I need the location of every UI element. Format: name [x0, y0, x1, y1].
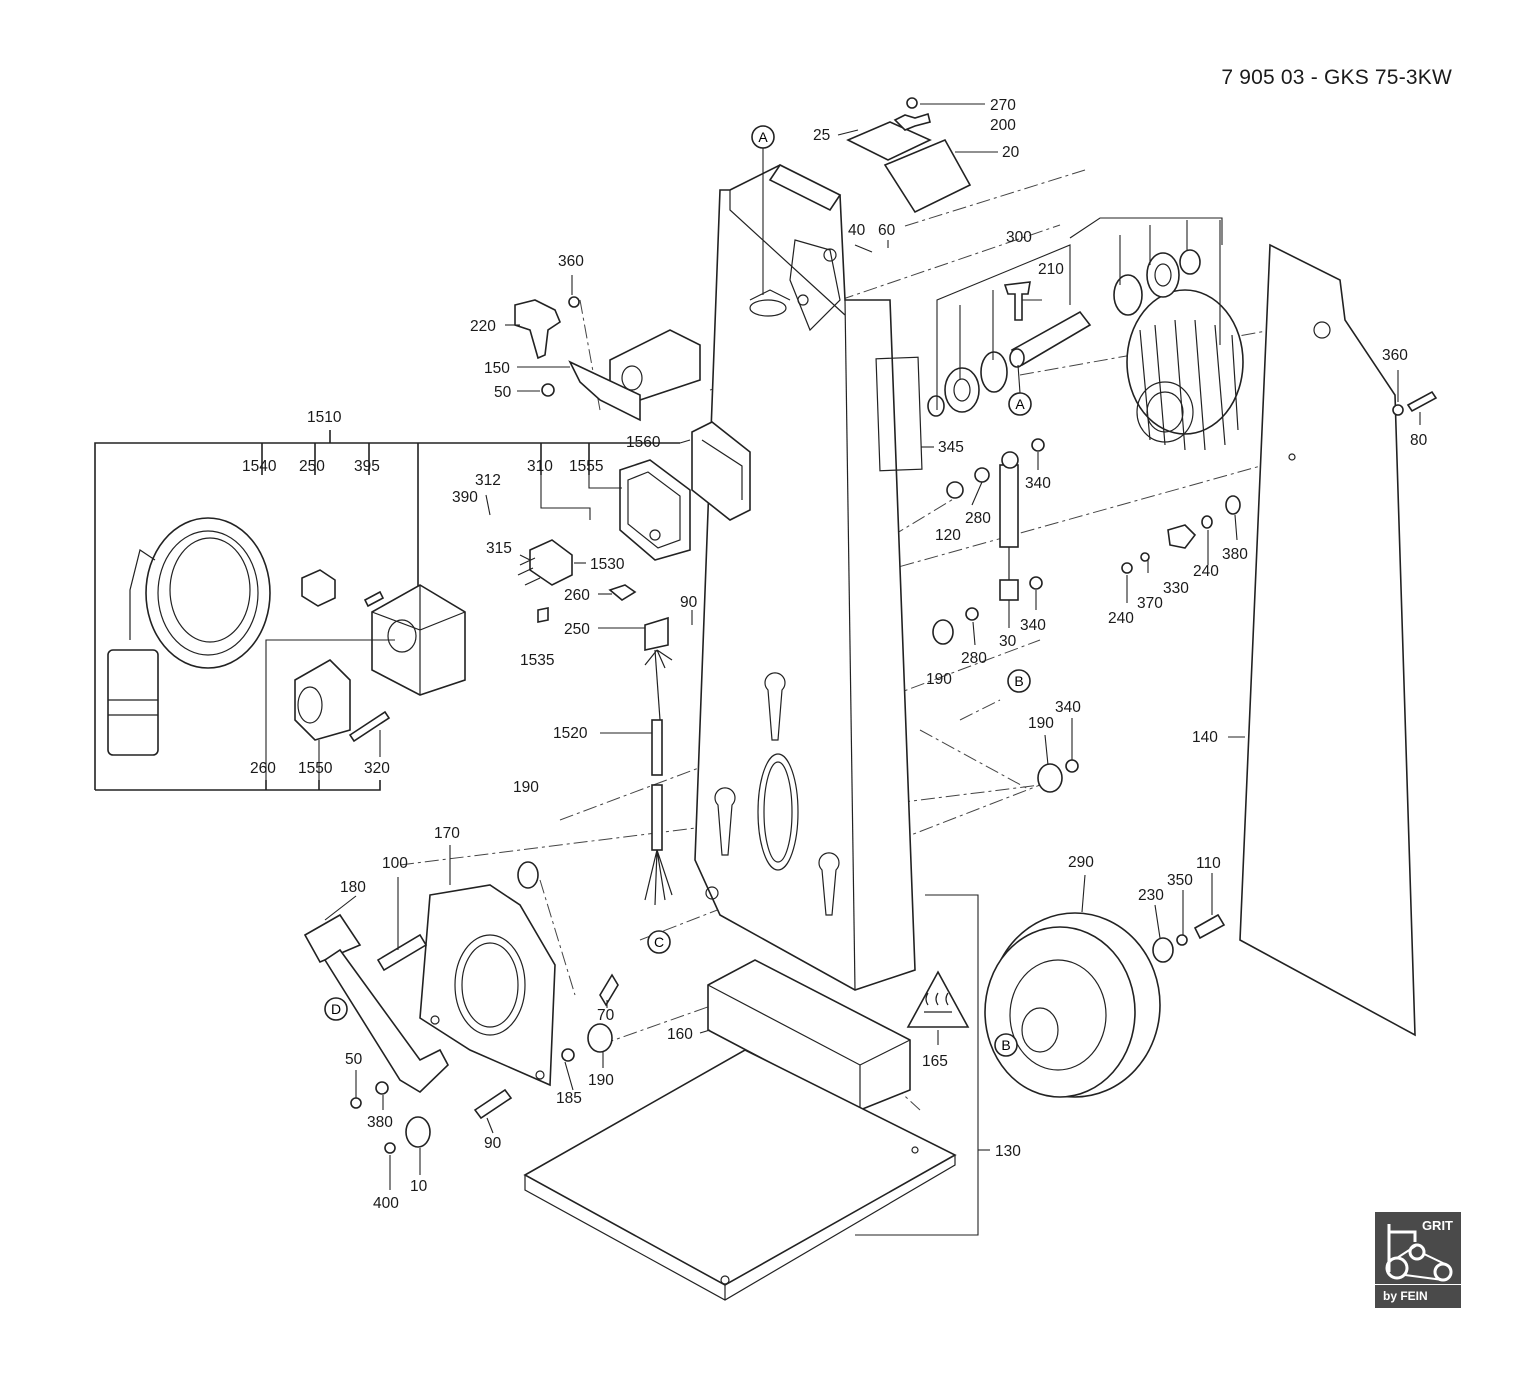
logo-brand-text: GRIT — [1421, 1218, 1453, 1233]
callout-250: 250 — [299, 458, 325, 475]
callout-260: 260 — [250, 760, 276, 777]
callout-210: 210 — [1038, 261, 1064, 278]
top-bracket — [768, 97, 972, 214]
callout-300: 300 — [1006, 229, 1032, 246]
callout-1535: 1535 — [520, 652, 554, 669]
callout-1555: 1555 — [569, 458, 603, 475]
callout-380: 380 — [1222, 546, 1248, 563]
callout-1560: 1560 — [626, 434, 661, 451]
ref-marker-a-shaft: A — [1015, 396, 1025, 412]
switch-block — [517, 539, 669, 651]
belt-grinder-icon — [1385, 1224, 1453, 1282]
callout-170: 170 — [434, 825, 460, 842]
callout-220: 220 — [470, 318, 496, 335]
callout-190: 190 — [1028, 715, 1054, 732]
callout-330: 330 — [1163, 580, 1189, 597]
callout-350: 350 — [1167, 872, 1193, 889]
callout-1550: 1550 — [298, 760, 333, 777]
callout-1540: 1540 — [242, 458, 277, 475]
callout-395: 395 — [354, 458, 380, 475]
callout-140: 140 — [1192, 729, 1218, 746]
callout-190: 190 — [588, 1072, 614, 1089]
callout-10: 10 — [410, 1178, 428, 1195]
logo-subline: by FEIN — [1375, 1285, 1461, 1308]
callout-1530: 1530 — [590, 556, 625, 573]
callout-100: 100 — [382, 855, 408, 872]
callout-180: 180 — [340, 879, 366, 896]
callout-60: 60 — [878, 222, 896, 239]
callout-130: 130 — [995, 1143, 1021, 1160]
callout-360: 360 — [1382, 347, 1408, 364]
callout-50: 50 — [345, 1051, 363, 1068]
ref-marker-b-top: B — [1014, 673, 1023, 689]
drive-wheel — [984, 912, 1226, 1098]
callout-230: 230 — [1138, 887, 1164, 904]
callout-370: 370 — [1137, 595, 1163, 612]
callout-360: 360 — [558, 253, 584, 270]
callout-280: 280 — [965, 510, 991, 527]
callout-40: 40 — [848, 222, 866, 239]
callout-340: 340 — [1020, 617, 1046, 634]
contact-wheel-assembly — [927, 249, 1244, 451]
callout-185: 185 — [556, 1090, 582, 1107]
callout-25: 25 — [813, 127, 830, 144]
callout-340: 340 — [1055, 699, 1081, 716]
callout-310: 310 — [527, 458, 553, 475]
electrical-subassembly-1510 — [94, 430, 680, 791]
callout-150: 150 — [484, 360, 510, 377]
callout-345: 345 — [938, 439, 964, 456]
callout-110: 110 — [1196, 855, 1221, 872]
hot-surface-warning-icon — [906, 970, 970, 1028]
grit-by-fein-logo: GRIT by FEIN — [1375, 1212, 1461, 1308]
document-title: 7 905 03 - GKS 75-3KW — [1221, 66, 1452, 89]
ref-marker-b-wheel: B — [1001, 1037, 1010, 1053]
logo-emblem: GRIT — [1375, 1212, 1461, 1284]
callout-270: 270 — [990, 97, 1016, 114]
callout-260: 260 — [564, 587, 590, 604]
clamp-assembly — [514, 296, 701, 422]
callout-1510: 1510 — [307, 409, 342, 426]
callout-280: 280 — [961, 650, 987, 667]
callout-190: 190 — [926, 671, 952, 688]
callout-80: 80 — [1410, 432, 1428, 449]
callout-90: 90 — [484, 1135, 502, 1152]
callout-190: 190 — [513, 779, 539, 796]
callout-240: 240 — [1108, 610, 1134, 627]
callout-290: 290 — [1068, 854, 1094, 871]
callout-390: 390 — [452, 489, 478, 506]
main-column — [694, 164, 923, 991]
leader-lines — [265, 103, 1421, 1236]
ref-marker-c: C — [654, 934, 664, 950]
bearing-b — [1037, 759, 1079, 793]
ref-marker-a-top: A — [758, 129, 768, 145]
callout-120: 120 — [935, 527, 961, 544]
callout-200: 200 — [990, 117, 1016, 134]
callout-labels: 270 200 20 25 40 60 300 210 360 220 150 … — [242, 97, 1428, 1212]
ref-marker-d: D — [331, 1001, 341, 1017]
callout-90: 90 — [680, 594, 698, 611]
callout-312: 312 — [475, 472, 501, 489]
callout-240: 240 — [1193, 563, 1219, 580]
cable-1520 — [644, 649, 673, 906]
callout-70: 70 — [597, 1007, 615, 1024]
callout-380: 380 — [367, 1114, 393, 1131]
callout-400: 400 — [373, 1195, 399, 1212]
motor-plate-and-lever — [303, 861, 619, 1154]
callout-160: 160 — [667, 1026, 693, 1043]
tray-and-base — [523, 959, 957, 1301]
callout-165: 165 — [922, 1053, 948, 1070]
side-cover — [1121, 243, 1438, 1037]
callout-340: 340 — [1025, 475, 1051, 492]
callout-250: 250 — [564, 621, 590, 638]
callout-50: 50 — [494, 384, 512, 401]
callout-20: 20 — [1002, 144, 1020, 161]
callout-1520: 1520 — [553, 725, 588, 742]
control-box — [619, 421, 751, 561]
gas-spring — [932, 438, 1045, 645]
reference-markers: A A B B C D — [324, 125, 1032, 1057]
callout-320: 320 — [364, 760, 390, 777]
callout-30: 30 — [999, 633, 1017, 650]
callout-315: 315 — [486, 540, 512, 557]
